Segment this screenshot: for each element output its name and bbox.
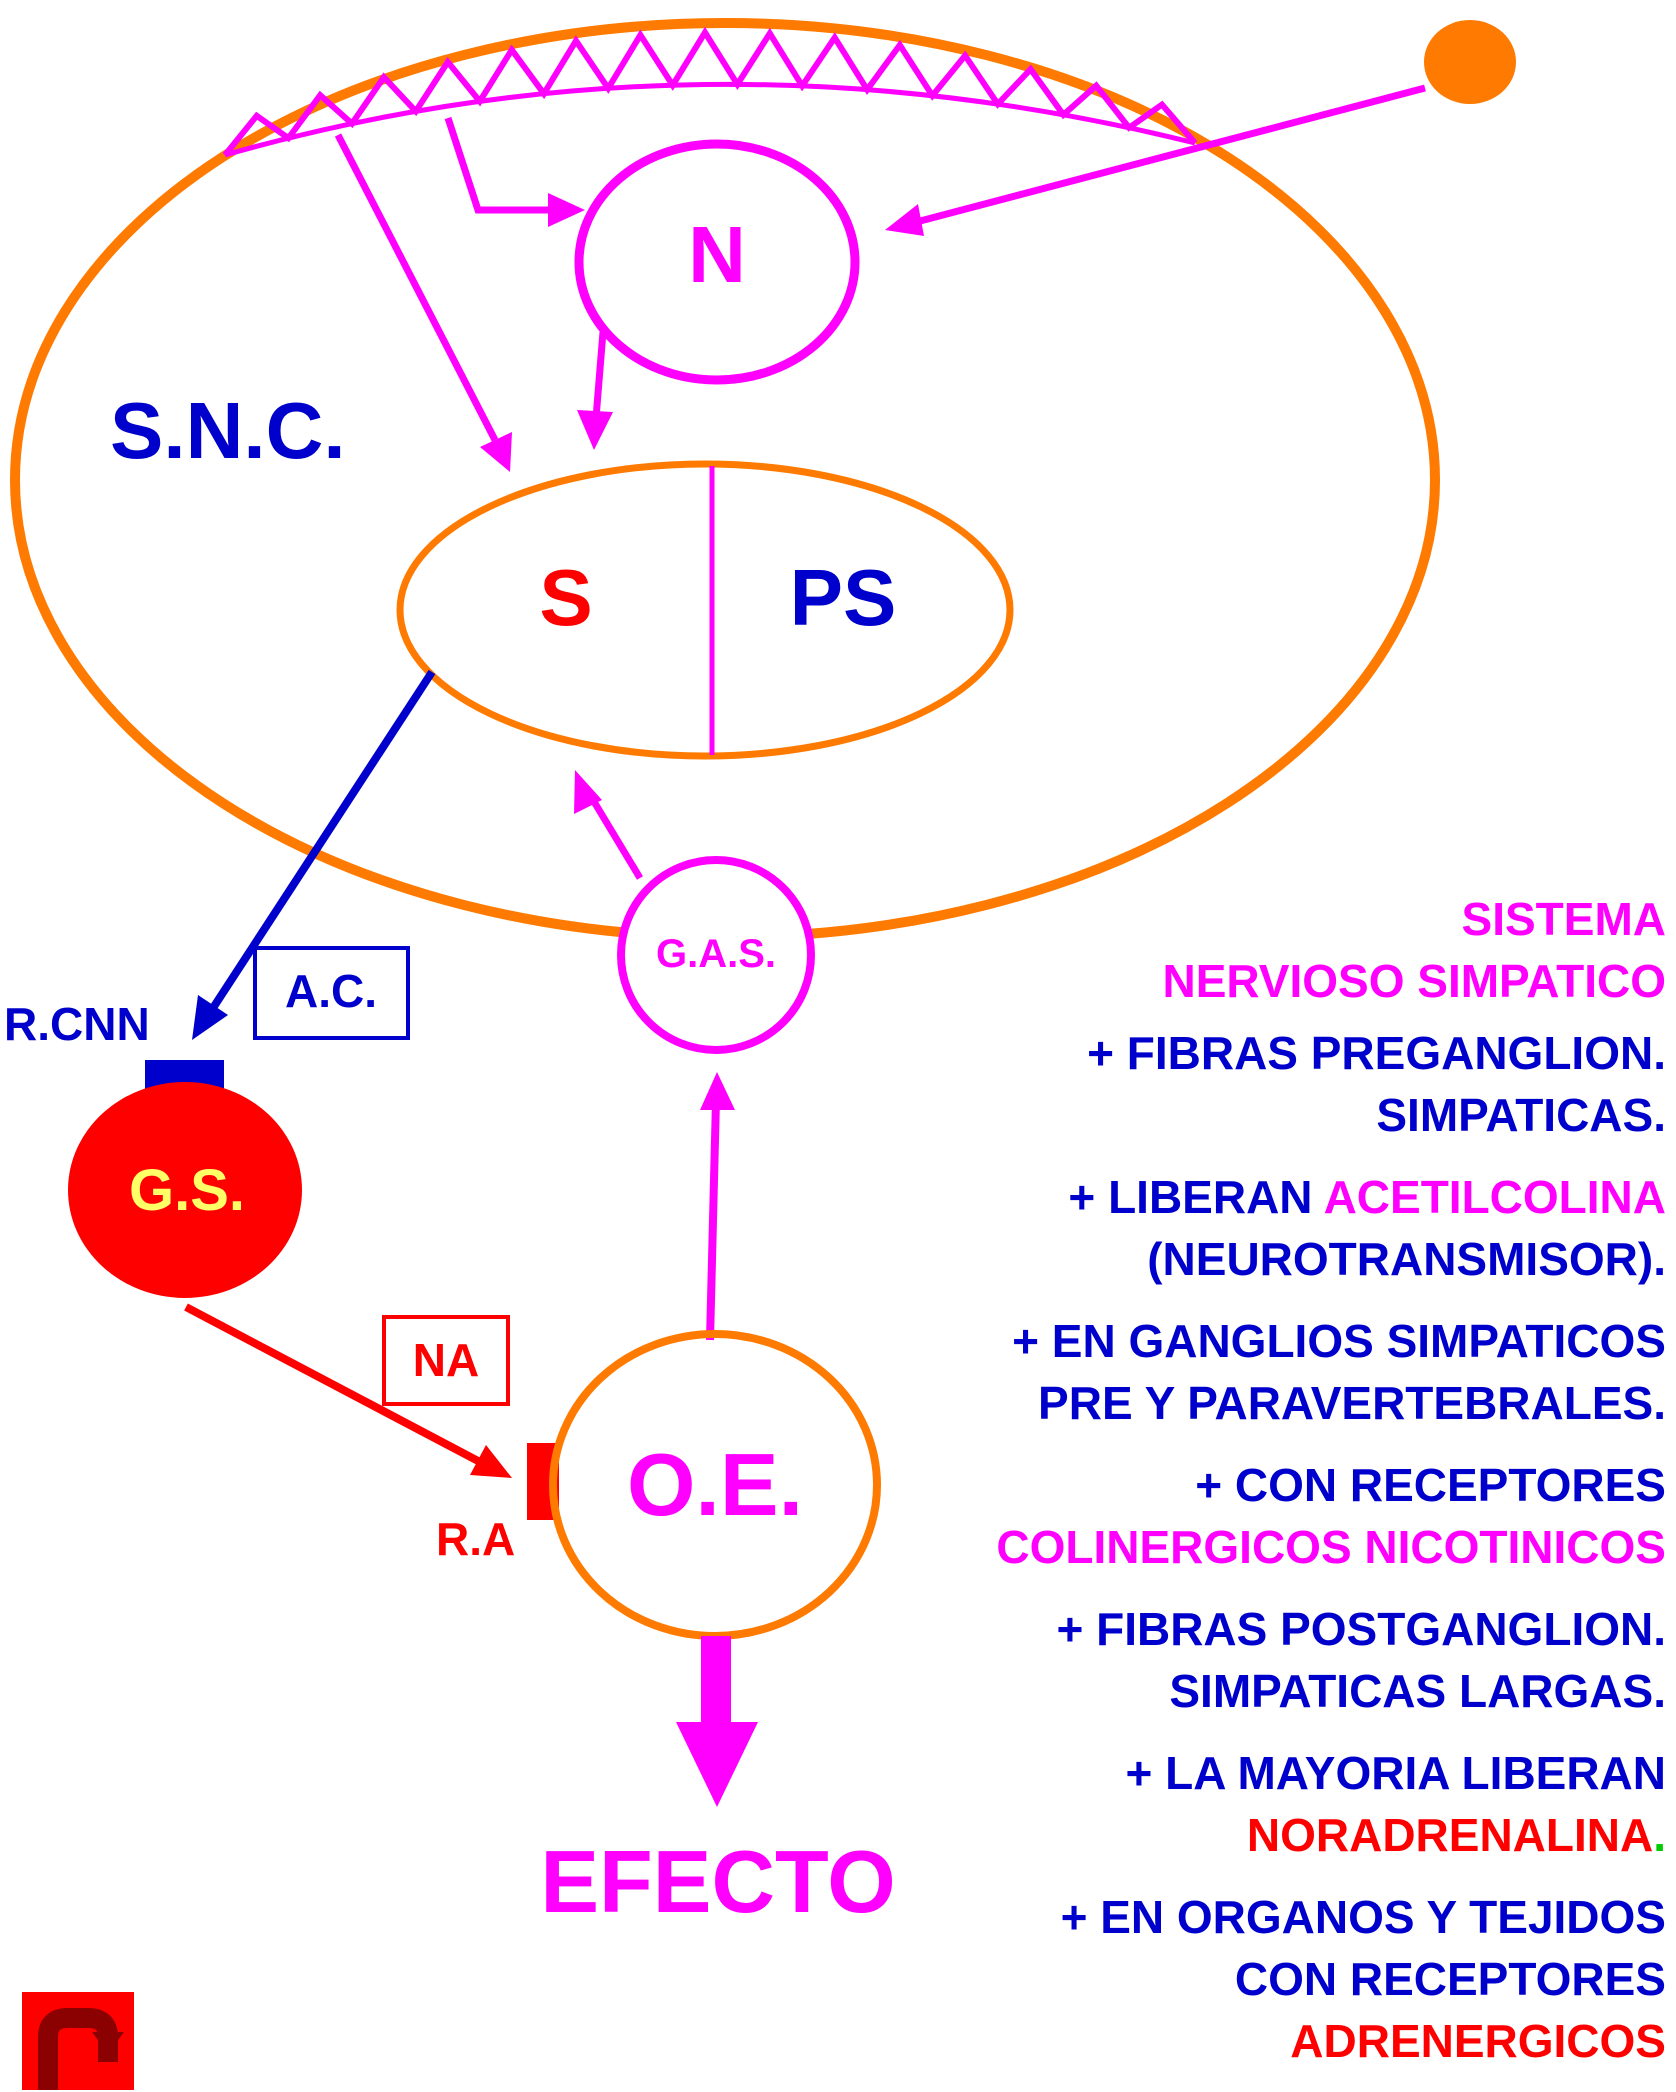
note-item-3-line-1: + EN GANGLIOS SIMPATICOS <box>1012 1315 1666 1367</box>
oe-to-gas-line <box>706 1099 720 1341</box>
ac-label: A.C. <box>285 965 377 1017</box>
n-center-circle <box>574 139 860 385</box>
arrowhead-to-autonomic-left <box>480 432 512 472</box>
note-item-3: + EN GANGLIOS SIMPATICOS PRE Y PARAVERTE… <box>766 1310 1666 1434</box>
note-item-1-line-1: + FIBRAS PREGANGLION. <box>1087 1027 1666 1079</box>
arrowhead-n-to-autonomic <box>577 410 613 450</box>
gs-label: G.S. <box>129 1158 245 1223</box>
note-item-6-line-2: NORADRENALINA. <box>766 1804 1666 1866</box>
efecto-label: EFECTO <box>540 1832 895 1931</box>
arrowhead-preganglionic <box>192 995 228 1040</box>
afferent-line-stimulus <box>904 84 1426 229</box>
n-to-autonomic-line <box>592 331 607 419</box>
arrowhead-to-n-right <box>885 204 924 236</box>
note-item-2-line-2: (NEUROTRANSMISOR). <box>1147 1233 1666 1285</box>
note-item-6-highlight: NORADRENALINA <box>1246 1809 1654 1861</box>
note-item-4: + CON RECEPTORES COLINERGICOS NICOTINICO… <box>766 1454 1666 1578</box>
gas-label: G.A.S. <box>656 932 776 976</box>
postganglionic-fiber <box>184 1303 482 1466</box>
notes-title-line-2: NERVIOSO SIMPATICO <box>1162 955 1666 1007</box>
note-item-2-highlight: ACETILCOLINA <box>1323 1171 1666 1223</box>
cns-outline <box>10 18 1440 942</box>
note-item-4-line-1: + CON RECEPTORES <box>1195 1459 1666 1511</box>
note-item-5-line-1: + FIBRAS POSTGANGLION. <box>1056 1603 1666 1655</box>
back-button[interactable] <box>22 1992 134 2090</box>
note-item-3-line-2: PRE Y PARAVERTEBRALES. <box>1038 1377 1666 1429</box>
arrowhead-oe-to-gas <box>700 1072 735 1110</box>
note-item-7: + EN ORGANOS Y TEJIDOS CON RECEPTORES AD… <box>766 1886 1666 2072</box>
note-item-1: + FIBRAS PREGANGLION. SIMPATICAS. <box>766 1022 1666 1146</box>
gs-ganglion <box>68 1082 302 1298</box>
s-label: S <box>539 553 592 642</box>
ps-label: PS <box>790 553 897 642</box>
ra-label: R.A <box>436 1513 515 1565</box>
afferent-line-to-autonomic <box>334 133 499 442</box>
oe-label: O.E. <box>627 1435 803 1534</box>
rcnn-label: R.CNN <box>4 998 150 1050</box>
notes-panel: SISTEMA NERVIOSO SIMPATICO + FIBRAS PREG… <box>766 888 1666 2092</box>
arrowhead-gas-to-autonomic <box>574 770 602 814</box>
note-item-5-line-2: SIMPATICAS LARGAS. <box>1169 1665 1666 1717</box>
note-item-7-line-2: CON RECEPTORES <box>1234 1953 1666 2005</box>
u-turn-arrow-icon <box>38 2008 124 2090</box>
snc-label: S.N.C. <box>110 386 346 475</box>
notes-title: SISTEMA NERVIOSO SIMPATICO <box>766 888 1666 1012</box>
gas-to-autonomic-line <box>587 793 643 880</box>
effect-arrow-shaft <box>701 1636 731 1722</box>
arrowhead-postganglionic <box>470 1445 512 1478</box>
n-label: N <box>688 210 746 299</box>
na-label: NA <box>413 1334 479 1386</box>
note-item-4-line-2: COLINERGICOS NICOTINICOS <box>996 1521 1666 1573</box>
preganglionic-fiber <box>209 669 436 1011</box>
autonomic-center-ellipse <box>396 460 1014 760</box>
arrowhead-to-n-left <box>548 193 585 227</box>
na-box <box>382 1315 510 1406</box>
afferent-path-to-n <box>444 116 555 214</box>
note-item-1-line-2: SIMPATICAS. <box>1376 1089 1666 1141</box>
receptor-arc <box>224 81 1196 158</box>
note-item-2: + LIBERAN ACETILCOLINA (NEUROTRANSMISOR)… <box>766 1166 1666 1290</box>
note-item-2-prefix: + LIBERAN <box>1068 1171 1324 1223</box>
effect-arrow-head <box>676 1722 758 1807</box>
note-item-2-line-1: + LIBERAN ACETILCOLINA <box>766 1166 1666 1228</box>
stimulus-dot <box>1424 20 1516 104</box>
note-item-7-highlight: ADRENERGICOS <box>1290 2015 1666 2067</box>
note-item-6-end: . <box>1653 1809 1666 1861</box>
notes-title-line-1: SISTEMA <box>1461 893 1666 945</box>
note-item-5: + FIBRAS POSTGANGLION. SIMPATICAS LARGAS… <box>766 1598 1666 1722</box>
note-item-6-line-1: + LA MAYORIA LIBERAN <box>1125 1747 1666 1799</box>
note-item-6: + LA MAYORIA LIBERAN NORADRENALINA. <box>766 1742 1666 1866</box>
note-item-7-line-1: + EN ORGANOS Y TEJIDOS <box>1060 1891 1666 1943</box>
gas-circle <box>617 856 815 1054</box>
ac-box <box>253 946 410 1040</box>
receptor-zigzag <box>222 26 1198 157</box>
